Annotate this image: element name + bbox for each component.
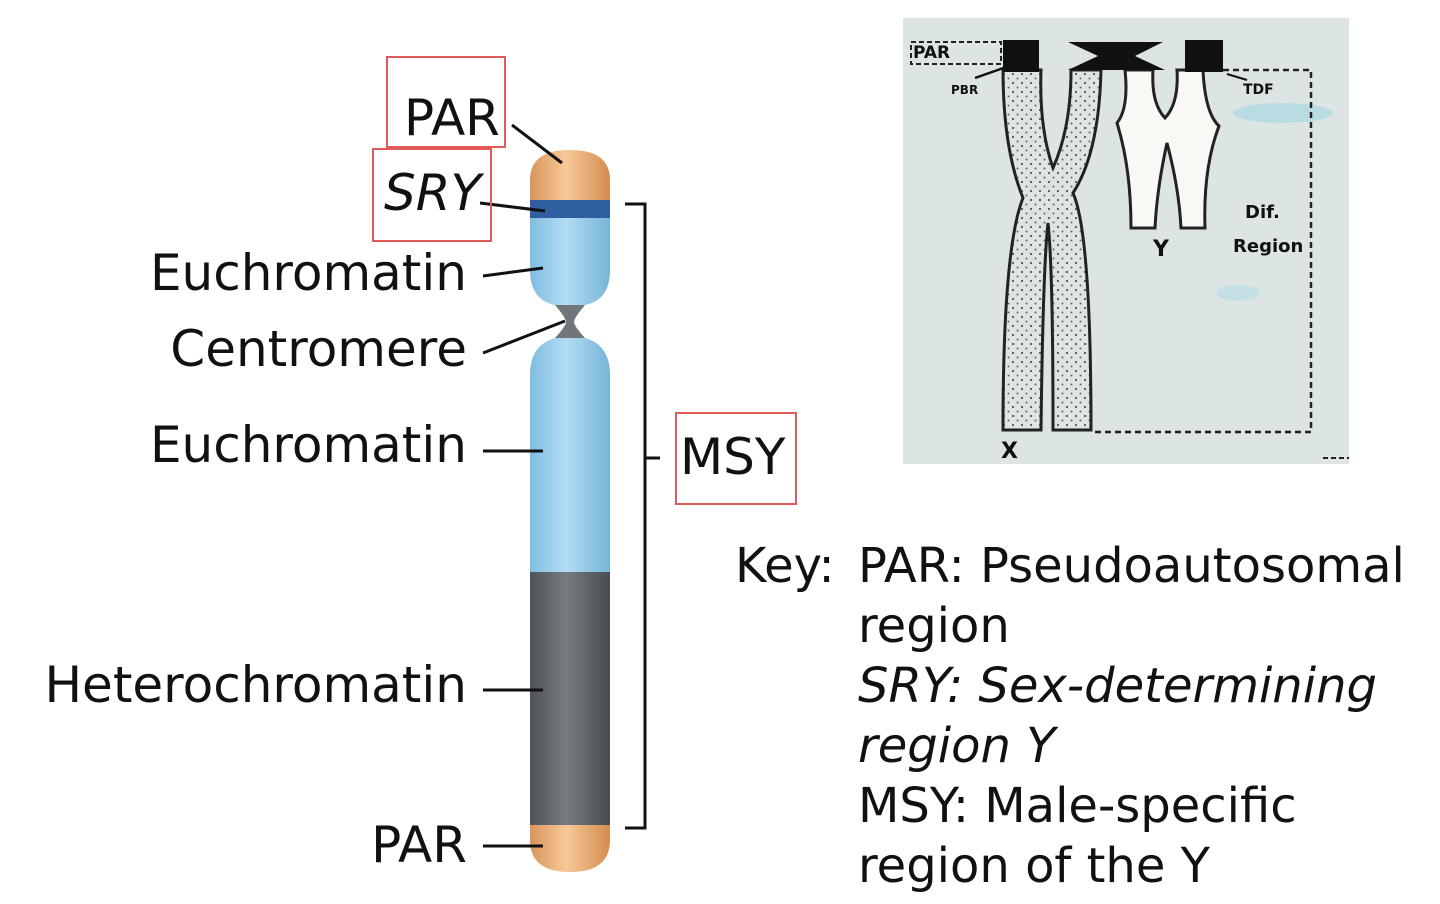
par-top-segment xyxy=(530,150,610,200)
euchromatin-lower-segment xyxy=(530,338,610,572)
heterochromatin-segment xyxy=(530,572,610,825)
key-sry-def: : Sex-determining xyxy=(946,658,1377,714)
y-chromosome-diagram xyxy=(479,123,660,872)
msy-highlight-box xyxy=(675,412,797,505)
leader-par-top xyxy=(511,123,563,165)
key-par-line1: PAR: Pseudoautosomal xyxy=(858,538,1405,594)
label-par-top: PAR xyxy=(404,89,500,147)
photo-label-pbr: PBR xyxy=(951,83,978,97)
key-heading: Key: xyxy=(735,538,835,594)
label-par-bottom: PAR xyxy=(371,816,467,874)
photo-label-par: PAR xyxy=(913,43,950,63)
photo-label-y: Y xyxy=(1152,237,1170,262)
photo-label-x: X xyxy=(1001,439,1018,464)
key-msy-line1: MSY: Male-specific xyxy=(858,778,1297,834)
label-msy: MSY xyxy=(680,428,786,486)
xy-chromosome-sketch-photo: PAR PBR TDF Y Dif. Region X xyxy=(903,18,1349,464)
leader-euchromatin-upper xyxy=(482,266,544,278)
y-chromosome-shape xyxy=(1115,68,1221,230)
tdf-arrow xyxy=(1226,73,1248,81)
key-sry-line2: region Y xyxy=(858,718,1056,774)
par-cross-mark xyxy=(1068,42,1165,70)
label-sry: SRY xyxy=(384,164,482,222)
label-euchromatin-lower: Euchromatin xyxy=(149,416,467,474)
par-top-highlight-box xyxy=(386,56,506,148)
x-chromosome-shape xyxy=(1001,68,1103,432)
centromere-segment xyxy=(555,305,585,338)
par-bottom-segment xyxy=(530,825,610,872)
leader-centromere xyxy=(482,319,566,355)
key-par-line2: region xyxy=(858,598,1010,654)
label-heterochromatin: Heterochromatin xyxy=(44,656,467,714)
par-dashed-box xyxy=(910,41,1002,65)
par-block-y xyxy=(1185,40,1223,72)
key-msy-line2: region of the Y xyxy=(858,838,1210,894)
label-centromere: Centromere xyxy=(170,320,467,378)
photo-label-dif: Dif. xyxy=(1245,202,1280,223)
msy-bracket xyxy=(625,202,647,830)
photo-label-tdf: TDF xyxy=(1243,82,1274,98)
dif-region-dashed-outline xyxy=(1091,68,1313,434)
key-legend: Key: PAR: Pseudoautosomal region SRY: Se… xyxy=(735,536,1435,898)
sry-band xyxy=(530,200,610,218)
key-sry-abbr: SRY xyxy=(858,658,947,714)
label-euchromatin-upper: Euchromatin xyxy=(149,244,467,302)
sry-highlight-box xyxy=(372,148,492,242)
key-sry-line1: SRY: Sex-determining xyxy=(858,656,1377,716)
pbr-arrow xyxy=(974,64,1010,80)
photo-label-region: Region xyxy=(1233,236,1303,257)
euchromatin-upper-segment xyxy=(530,218,610,305)
